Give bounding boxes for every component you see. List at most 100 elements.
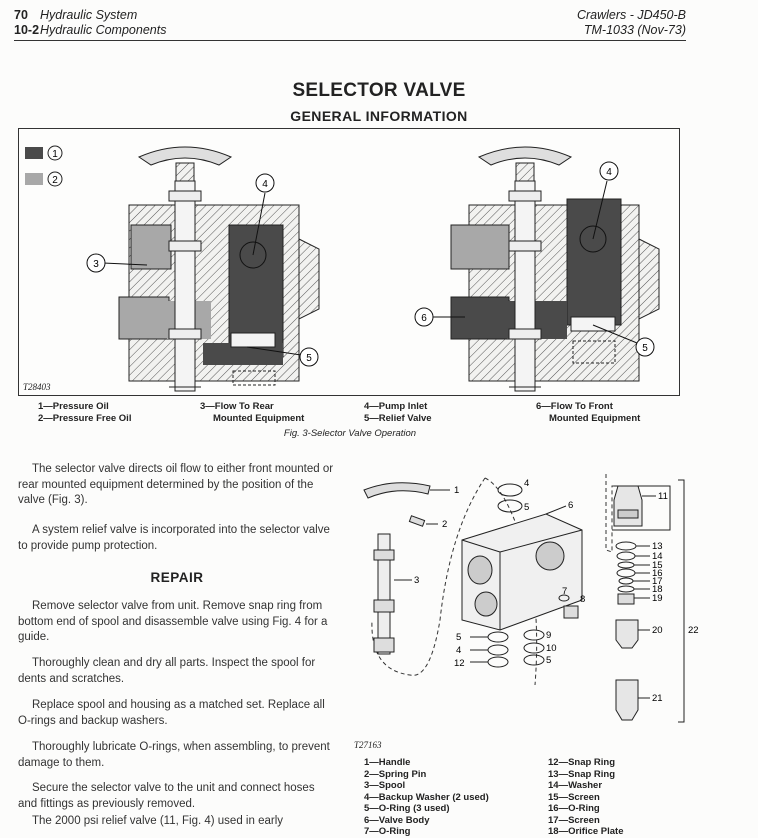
swatch-1-label: 1 (52, 149, 58, 160)
legend-item: 1—Pressure Oil (38, 401, 109, 412)
paragraph-relief-valve: The 2000 psi relief valve (11, Fig. 4) u… (18, 814, 336, 830)
page-title: SELECTOR VALVE (292, 80, 466, 101)
part-callout: 15 (652, 560, 663, 571)
pressure-oil-swatch (25, 147, 43, 159)
section-title: Hydraulic System (40, 8, 138, 22)
part-callout: 1 (454, 485, 459, 496)
paragraph-intro: The selector valve directs oil flow to e… (18, 462, 336, 509)
legend-item: 17—Screen (548, 814, 600, 826)
legend-col-4: 6—Flow To Front Mounted Equipment (536, 401, 640, 425)
paragraph: Secure the selector valve to the unit an… (18, 782, 315, 810)
paragraph-remove: Remove selector valve from unit. Remove … (18, 599, 336, 646)
legend-item: 14—Washer (548, 780, 603, 791)
paragraph-replace: Replace spool and housing as a matched s… (18, 698, 336, 729)
part-callout: 16 (652, 568, 663, 579)
part-callout: 2 (442, 519, 447, 530)
callout-4-left: 4 (262, 179, 268, 190)
part-callout: 4 (456, 645, 461, 656)
legend-item: 4—Backup Washer (2 used) (364, 791, 489, 803)
part-callout: 14 (652, 551, 663, 562)
part-callout: 5 (524, 502, 529, 513)
part-callout: 13 (652, 541, 663, 552)
legend-item: 7—O-Ring (364, 826, 411, 837)
part-callout: 20 (652, 625, 663, 636)
part-callout: 7 (562, 586, 567, 597)
paragraph: Replace spool and housing as a matched s… (18, 699, 325, 727)
legend-item: 18—Orifice Plate (548, 826, 624, 837)
parts-legend-left: 1—Handle 2—Spring Pin 3—Spool 4—Backup W… (364, 757, 489, 838)
part-callout: 19 (652, 593, 663, 604)
product-name: Crawlers - JD450-B (576, 8, 686, 22)
legend-item: 1—Handle (364, 757, 411, 768)
legend-item: 3—Spool (364, 780, 406, 791)
legend-col-1: 1—Pressure Oil 2—Pressure Free Oil (38, 401, 131, 425)
figure-3-box: 1 2 4 (18, 128, 680, 396)
valve-left (86, 146, 320, 392)
swatch-2-circle (47, 171, 63, 187)
legend-item: 16—O-Ring (548, 803, 600, 814)
part-callout: 10 (546, 643, 557, 654)
callout-6: 6 (421, 313, 427, 324)
part-callout: 21 (652, 693, 663, 704)
selector-valve-operation-diagram: 1 2 4 (25, 145, 660, 392)
valve-right (414, 146, 660, 392)
paragraph: Thoroughly lubricate O-rings, when assem… (18, 741, 330, 769)
legend-item: 5—O-Ring (3 used) (364, 803, 450, 814)
part-callout: 6 (568, 500, 573, 511)
part-callout: 3 (414, 575, 419, 586)
legend-item: 2—Spring Pin (364, 768, 427, 780)
paragraph-relief: A system relief valve is incorporated in… (18, 523, 336, 554)
callout-5-right: 5 (642, 343, 648, 354)
header-rule (14, 40, 686, 41)
part-callout: 18 (652, 584, 663, 595)
page-header: 70 Hydraulic System Crawlers - JD450-B 10… (14, 8, 686, 41)
subsection-title: Hydraulic Components (40, 23, 167, 37)
legend-col-2: 3—Flow To Rear Mounted Equipment (200, 401, 304, 425)
callout-3: 3 (93, 259, 99, 270)
legend-item: 13—Snap Ring (548, 768, 616, 780)
figure-3-caption: Fig. 3-Selector Valve Operation (283, 428, 417, 439)
paragraph-secure: Secure the selector valve to the unit an… (18, 781, 336, 812)
legend-item: 12—Snap Ring (548, 757, 616, 768)
part-callout: 9 (546, 630, 551, 641)
manual-id: TM-1033 (Nov-73) (583, 23, 686, 37)
part-callout: 17 (652, 576, 663, 587)
section-heading: GENERAL INFORMATION (290, 108, 468, 124)
legend-item: 15—Screen (548, 791, 600, 803)
part-callout: 4 (524, 478, 529, 489)
paragraph: Thoroughly clean and dry all parts. Insp… (18, 657, 316, 685)
page-number: 70 (14, 8, 28, 22)
part-callout: 5 (546, 655, 551, 666)
paragraph: Remove selector valve from unit. Remove … (18, 600, 328, 643)
legend-item: 6—Valve Body (364, 814, 430, 826)
legend-item: Mounted Equipment (213, 413, 305, 424)
paragraph-lubricate: Thoroughly lubricate O-rings, when assem… (18, 740, 336, 771)
legend-item: 3—Flow To Rear (200, 401, 274, 412)
part-callout: 11 (658, 491, 668, 502)
part-callout: 8 (580, 594, 585, 605)
figure-3-code: T28403 (23, 382, 51, 392)
swatch-1-circle (47, 145, 63, 161)
legend-col-3: 4—Pump Inlet 5—Relief Valve (364, 401, 432, 425)
figure-4-code: T27163 (354, 740, 382, 750)
parts-legend-right: 12—Snap Ring 13—Snap Ring 14—Washer 15—S… (548, 757, 624, 838)
callout-5-left: 5 (306, 353, 312, 364)
part-callout: 12 (454, 658, 465, 669)
paragraph: The selector valve directs oil flow to e… (18, 463, 334, 506)
legend-item: 2—Pressure Free Oil (38, 413, 132, 424)
repair-heading: REPAIR (150, 570, 204, 585)
callout-4-right: 4 (606, 167, 612, 178)
pressure-free-oil-swatch (25, 173, 43, 185)
part-callout: 5 (456, 632, 461, 643)
subsection-number: 10-2 (14, 23, 40, 37)
legend-item: 5—Relief Valve (364, 413, 432, 424)
legend-item: 6—Flow To Front (536, 401, 613, 412)
legend-item: 4—Pump Inlet (364, 401, 428, 412)
paragraph: The 2000 psi relief valve (11, Fig. 4) u… (32, 815, 283, 827)
paragraph-clean: Thoroughly clean and dry all parts. Insp… (18, 656, 336, 687)
part-callout: 22 (688, 625, 699, 636)
legend-item: Mounted Equipment (549, 413, 641, 424)
swatch-2-label: 2 (52, 175, 58, 186)
paragraph: A system relief valve is incorporated in… (18, 524, 330, 552)
